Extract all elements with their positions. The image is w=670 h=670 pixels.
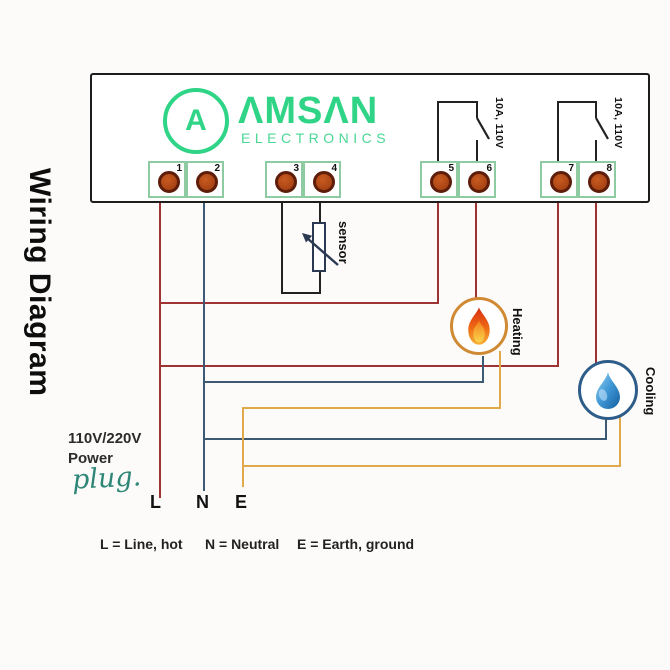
- relay1-rating-label: 10A, 110V: [493, 97, 505, 149]
- relay1-pivot: [476, 101, 478, 118]
- terminal-cell-4: 4: [303, 161, 341, 198]
- brand-wordmark: ΛMSΛN: [238, 90, 379, 132]
- legend-neutral: N = Neutral: [205, 536, 280, 552]
- heating-output: [450, 297, 508, 355]
- wire-sensor-t3: [281, 203, 283, 294]
- wire-live-t8-cooling: [595, 203, 597, 363]
- wire-sensor-right: [319, 272, 321, 294]
- wire-earth-heating-branch: [242, 407, 501, 409]
- neutral-terminal-label: N: [196, 492, 209, 512]
- logo-letter: A: [185, 104, 207, 137]
- terminal-cell-5: 5: [420, 161, 458, 198]
- wire-neutral-heating-branch: [203, 381, 484, 383]
- terminal-number: 5: [448, 163, 454, 174]
- terminal-pin-icon: [430, 170, 452, 193]
- earth-terminal-label: E: [235, 492, 248, 512]
- terminal-cell-6: 6: [458, 161, 496, 198]
- relay1-left: [437, 101, 439, 161]
- power-voltage-label: 110V/220V: [68, 430, 142, 447]
- legend-earth: E = Earth, ground: [297, 536, 415, 552]
- relay2-pivot: [595, 101, 597, 118]
- wire-neutral-cooling-branch: [203, 438, 607, 440]
- wire-earth-cooling-branch: [243, 465, 621, 467]
- terminal-number: 4: [331, 163, 337, 174]
- wire-earth-E-main: [242, 407, 244, 487]
- terminal-number: 1: [176, 163, 182, 174]
- terminal-number: 3: [293, 163, 299, 174]
- wire-neutral-N-main: [203, 203, 205, 491]
- wire-live-t7-branch: [159, 365, 559, 367]
- terminal-cell-3: 3: [265, 161, 303, 198]
- wire-live-L-main: [159, 203, 161, 498]
- amsan-logo-icon: A: [163, 88, 229, 154]
- terminal-number: 2: [214, 163, 220, 174]
- terminal-number: 7: [568, 163, 574, 174]
- power-word: Power: [68, 450, 114, 467]
- wire-live-t6-heating: [475, 203, 477, 299]
- heating-label: Heating: [510, 308, 525, 356]
- terminal-pin-icon: [313, 170, 335, 193]
- sensor-label: sensor: [336, 221, 351, 264]
- terminal-cell-1: 1: [148, 161, 186, 198]
- terminal-pin-icon: [158, 170, 180, 193]
- legend-line: L = Line, hot: [100, 536, 183, 552]
- terminal-number: 6: [486, 163, 492, 174]
- cooling-label: Cooling: [643, 367, 658, 416]
- terminal-pin-icon: [196, 170, 218, 193]
- relay2-rating-label: 10A, 110V: [612, 97, 624, 149]
- terminal-pin-icon: [588, 170, 610, 193]
- sensor-symbol: [312, 222, 326, 272]
- terminal-cell-8: 8: [578, 161, 616, 198]
- relay2-top: [557, 101, 597, 103]
- relay2-contact: [595, 140, 597, 161]
- relay2-left: [557, 101, 559, 161]
- relay1-contact: [476, 140, 478, 161]
- terminal-cell-7: 7: [540, 161, 578, 198]
- wire-neutral-heating-stub: [482, 356, 484, 383]
- relay1-top: [437, 101, 478, 103]
- terminal-number: 8: [606, 163, 612, 174]
- cooling-output: [578, 360, 638, 420]
- plug-script-word: plug.: [71, 461, 142, 496]
- flame-icon: [468, 307, 490, 345]
- wire-sensor-t4: [319, 203, 321, 224]
- water-drop-icon: [596, 371, 620, 409]
- wire-live-t5: [437, 203, 439, 304]
- wire-neutral-cooling-stub: [605, 418, 607, 440]
- terminal-pin-icon: [275, 170, 297, 193]
- wire-earth-cooling-stub: [619, 412, 621, 467]
- brand-subtitle: ELECTRONICS: [241, 130, 391, 146]
- wire-live-t5-branch: [159, 302, 439, 304]
- terminal-pin-icon: [550, 170, 572, 193]
- terminal-cell-2: 2: [186, 161, 224, 198]
- terminal-pin-icon: [468, 170, 490, 193]
- line-terminal-label: L: [150, 492, 161, 512]
- wire-earth-heating-stub: [499, 351, 501, 409]
- wire-live-t7: [557, 203, 559, 367]
- page-title: Wiring Diagram: [23, 168, 56, 397]
- wire-sensor-bottom: [281, 292, 321, 294]
